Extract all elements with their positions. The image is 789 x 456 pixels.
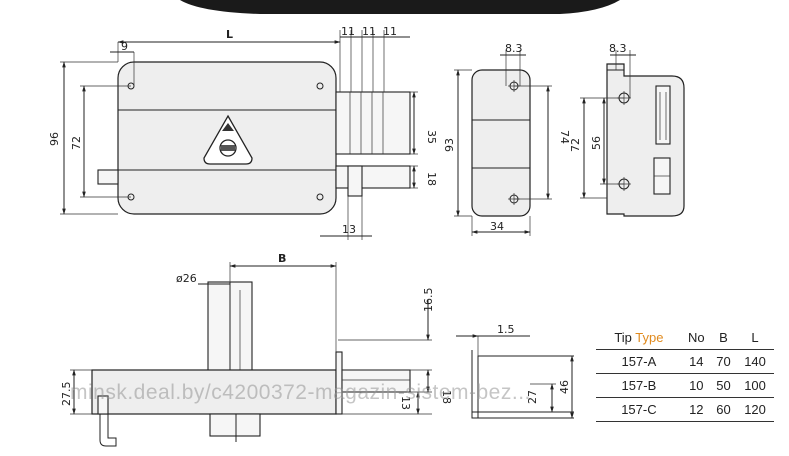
- dim-top-13: 13: [399, 396, 412, 410]
- cell-l: 100: [744, 378, 766, 393]
- spec-header-tip: Tip Type: [614, 330, 664, 345]
- dim-cylinder-26: ø26: [176, 272, 197, 285]
- keeper-view: [580, 50, 685, 217]
- dim-side-93: 93: [443, 138, 456, 152]
- dim-top-b: B: [278, 252, 286, 265]
- spec-table-header: Tip Type No B L: [596, 326, 774, 350]
- watermark-text: minsk.deal.by/c4200372-magazin-sistem-be…: [70, 381, 531, 404]
- dim-hole-72: 72: [70, 136, 83, 150]
- table-row: 157-B 10 50 100: [596, 374, 774, 398]
- table-row: 157-C 12 60 120: [596, 398, 774, 422]
- spec-header-type: Type: [635, 330, 664, 345]
- cell-b: 70: [716, 354, 731, 369]
- cell-tip: 157-B: [621, 378, 657, 393]
- dim-bolt-35: 35: [425, 130, 438, 144]
- dim-sec-27: 27: [526, 390, 539, 404]
- dim-keeper-8-3: 8.3: [609, 42, 627, 55]
- top-view: [70, 262, 432, 447]
- dim-side-34: 34: [490, 220, 504, 233]
- dim-top-27-5: 27.5: [60, 382, 73, 407]
- spec-header-no: No: [688, 330, 705, 345]
- table-row: 157-A 14 70 140: [596, 350, 774, 374]
- dim-side-74: 74: [558, 130, 571, 144]
- cell-tip: 157-A: [621, 354, 657, 369]
- dim-front-width: L: [226, 28, 233, 41]
- dim-bolt-3: 11: [383, 25, 397, 38]
- cell-l: 140: [744, 354, 766, 369]
- cell-tip: 157-C: [621, 402, 657, 417]
- spec-header-b: B: [719, 330, 728, 345]
- side-view: [454, 50, 552, 236]
- spec-table: Tip Type No B L 157-A 14 70 140 157-B 10…: [596, 326, 774, 422]
- section-view: [456, 334, 574, 419]
- cell-no: 12: [689, 402, 704, 417]
- dim-sec-46: 46: [558, 380, 571, 394]
- header-arc: [180, 0, 620, 14]
- dim-bolt-1: 11: [341, 25, 355, 38]
- screw-hole: [316, 82, 324, 90]
- dim-latch-18: 18: [425, 172, 438, 186]
- dim-height-96: 96: [48, 132, 61, 146]
- spec-header-l: L: [751, 330, 759, 345]
- cell-b: 50: [716, 378, 731, 393]
- front-view: [60, 30, 418, 240]
- dim-top-16-5: 16.5: [422, 288, 435, 313]
- cell-no: 14: [689, 354, 704, 369]
- dim-bottom-13: 13: [342, 223, 356, 236]
- dim-top-18: 18: [440, 390, 453, 404]
- cell-b: 60: [716, 402, 731, 417]
- cell-no: 10: [689, 378, 704, 393]
- dim-side-8-3: 8.3: [505, 42, 523, 55]
- dim-edge-9: 9: [121, 40, 128, 53]
- screw-hole: [316, 193, 324, 201]
- dim-keeper-72: 72: [569, 138, 582, 152]
- dim-bolt-2: 11: [362, 25, 376, 38]
- logo-icon: [222, 123, 234, 131]
- dim-sec-1-5: 1.5: [497, 323, 515, 336]
- cell-l: 120: [744, 402, 766, 417]
- dim-keeper-56: 56: [590, 136, 603, 150]
